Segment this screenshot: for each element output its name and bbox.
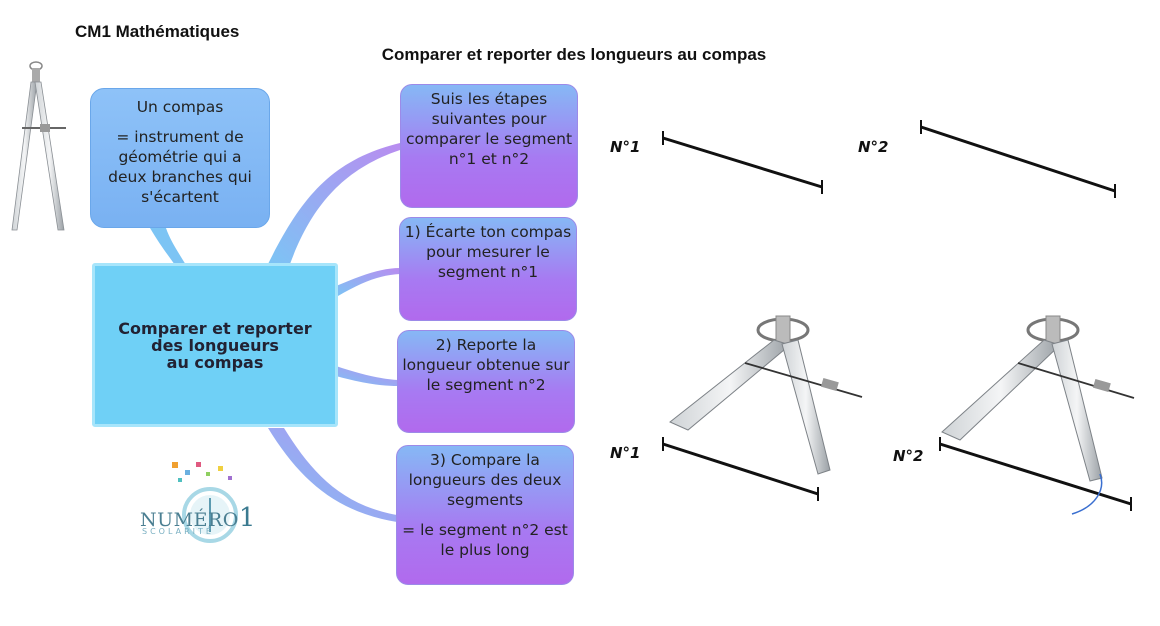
step-text: 3) Compare la longueurs des deux segment… xyxy=(408,451,562,509)
central-topic-box: Comparer et reporter des longueurs au co… xyxy=(92,263,338,427)
compass-on-segment-2-icon xyxy=(941,315,1135,515)
segment-n1-top xyxy=(662,131,823,194)
central-line-3: au compas xyxy=(166,352,264,372)
definition-box: Un compas = instrument de géométrie qui … xyxy=(90,88,270,228)
step-box-intro: Suis les étapes suivantes pour comparer … xyxy=(400,84,578,208)
branch-step-1 xyxy=(336,268,400,296)
central-line-2: des longueurs xyxy=(151,335,279,355)
logo-tagline: SCOLARITÉ xyxy=(142,527,214,536)
segment-n2-top xyxy=(920,120,1116,198)
definition-title: Un compas xyxy=(136,98,224,116)
page-title: Comparer et reporter des longueurs au co… xyxy=(381,45,767,64)
segment-label-n2-bottom: N°2 xyxy=(893,447,924,465)
branch-step-0 xyxy=(268,143,400,264)
central-line-1: Comparer et reporter xyxy=(118,318,312,338)
step-conclusion: = le segment n°2 est le plus long xyxy=(402,521,568,559)
definition-text: = instrument de géométrie qui a deux bra… xyxy=(108,128,252,206)
step-box-2: 2) Reporte la longueur obtenue sur le se… xyxy=(397,330,575,433)
branch-definition xyxy=(150,228,186,265)
step-text: 2) Reporte la longueur obtenue sur le se… xyxy=(402,336,570,394)
branch-step-2 xyxy=(336,366,398,386)
logo-mark-icon xyxy=(172,462,238,543)
logo-name: NUMÉRO1 xyxy=(140,503,256,533)
segment-label-n2-top: N°2 xyxy=(858,138,889,156)
step-text: Suis les étapes suivantes pour comparer … xyxy=(405,90,573,168)
segment-n2-bottom xyxy=(939,437,1132,511)
segment-label-n1-top: N°1 xyxy=(610,138,641,156)
compass-icon xyxy=(11,61,66,231)
segment-n1-bottom xyxy=(662,437,819,501)
step-box-1: 1) Écarte ton compas pour mesurer le seg… xyxy=(399,217,577,321)
step-text: 1) Écarte ton compas pour mesurer le seg… xyxy=(404,223,572,281)
step-box-3: 3) Compare la longueurs des deux segment… xyxy=(396,445,574,585)
compass-on-segment-1-icon xyxy=(669,315,863,475)
segment-label-n1-bottom: N°1 xyxy=(610,444,641,462)
branch-step-3 xyxy=(268,428,397,522)
subject-header: CM1 Mathématiques xyxy=(75,22,240,41)
